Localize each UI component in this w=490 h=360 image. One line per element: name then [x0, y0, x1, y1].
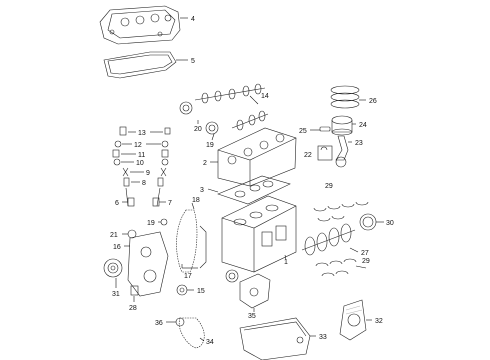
callout-9: 9: [146, 170, 150, 177]
callout-21: 21: [110, 232, 118, 239]
gear-36: [175, 317, 185, 327]
valve-9: [122, 167, 167, 177]
callout-19a: 19: [206, 142, 214, 149]
callout-18: 19: [147, 220, 155, 227]
head-gasket: [217, 175, 291, 205]
callout-12: 12: [134, 142, 142, 149]
balance-shaft-chain: [178, 317, 205, 349]
bearing-clip: [317, 145, 333, 161]
timing-chain: [176, 209, 198, 273]
tensioner: [127, 197, 135, 207]
pin: [319, 126, 331, 132]
callout-30: 30: [386, 220, 394, 227]
callout-11: 11: [138, 152, 145, 159]
callout-10: 10: [136, 160, 144, 167]
oil-pan: [239, 317, 311, 360]
piston-rings: [330, 85, 360, 109]
main-bearings-top: [313, 201, 369, 222]
callout-29b: 29: [362, 258, 370, 265]
valve-12: [114, 140, 169, 148]
balancer: [103, 258, 123, 278]
callout-27: 27: [361, 250, 369, 257]
callout-6: 6: [115, 200, 119, 207]
callout-16: 16: [113, 244, 121, 251]
callout-25: 25: [299, 128, 307, 135]
callout-20: 20: [194, 126, 202, 133]
callout-34: 34: [206, 339, 214, 346]
callout-14: 14: [261, 93, 269, 100]
callout-24: 24: [359, 122, 367, 129]
callout-36: 36: [155, 320, 163, 327]
callout-15: 15: [197, 288, 205, 295]
callout-7: 7: [168, 200, 172, 207]
callout-13: 13: [138, 130, 146, 137]
callout-5: 5: [191, 58, 195, 65]
rear-seal: [359, 213, 377, 231]
cover-gasket: [103, 51, 177, 79]
callout-32: 32: [375, 318, 383, 325]
callout-3: 3: [200, 187, 204, 194]
connecting-rod: [335, 135, 349, 168]
callout-22: 22: [304, 152, 312, 159]
callout-19b: 18: [192, 197, 200, 204]
chain-guide: [199, 225, 207, 269]
valve-8: [123, 177, 164, 207]
cylinder-head: [217, 127, 297, 187]
callout-28: 28: [129, 305, 137, 312]
oil-pump: [225, 269, 271, 309]
callout-23: 23: [355, 140, 363, 147]
timing-cover: [127, 231, 169, 297]
bolt-18: [160, 218, 168, 226]
piston: [331, 115, 353, 136]
camshaft-exhaust: [205, 110, 269, 135]
callout-33: 33: [319, 334, 327, 341]
plug: [130, 285, 139, 296]
crankshaft: [301, 223, 356, 256]
callout-1: 1: [284, 259, 288, 266]
callout-35: 35: [248, 313, 256, 320]
callout-29a: 29: [325, 183, 333, 190]
callout-26: 26: [369, 98, 377, 105]
main-bearings-bottom: [315, 258, 357, 277]
valve-13: [119, 126, 171, 136]
callout-4: 4: [191, 16, 195, 23]
valve-10: [113, 158, 169, 166]
seal-housing: [339, 299, 367, 341]
engine-block: [221, 195, 297, 273]
valve-11: [112, 149, 169, 158]
valve-cover: [99, 5, 181, 45]
callout-31: 31: [112, 291, 120, 298]
callout-2: 2: [203, 160, 207, 167]
callout-17: 17: [184, 273, 192, 280]
callout-8: 8: [142, 180, 146, 187]
camshaft-intake: [179, 83, 266, 115]
oil-pump-gear: [176, 284, 188, 296]
